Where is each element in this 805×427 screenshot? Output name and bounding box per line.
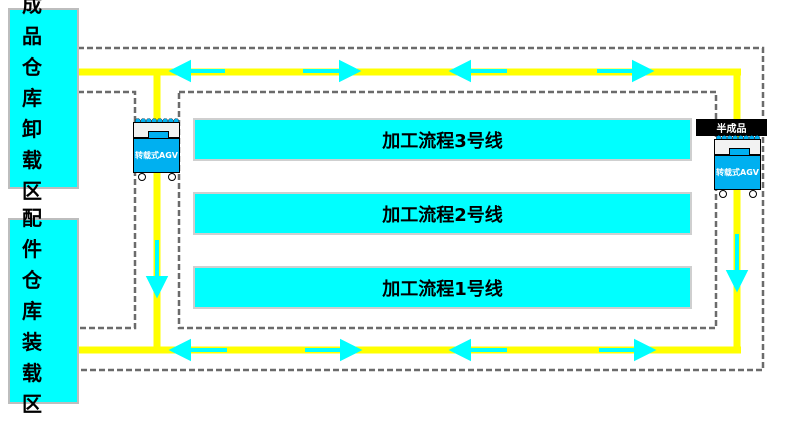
semi-finished-tag: 半成品 xyxy=(696,119,767,136)
outer-dashed-loop xyxy=(78,46,765,372)
zone-text: 区 xyxy=(22,179,54,203)
agv-top xyxy=(714,139,761,156)
wheel-icon xyxy=(168,173,176,181)
agv-vehicle-left: 转载式AGV xyxy=(133,118,180,181)
arrow-right-icon xyxy=(305,338,363,362)
arrow-right-icon xyxy=(597,59,655,83)
zone-text: 仓库 xyxy=(22,55,54,110)
agv-indicator-lights xyxy=(716,135,760,141)
parts-load-zone: 配件 仓库 装载 区 xyxy=(8,206,79,416)
agv-top xyxy=(133,122,180,139)
wheel-icon xyxy=(719,190,727,198)
agv-vehicle-right: 转载式AGV xyxy=(714,135,761,198)
agv-label: 转载式AGV xyxy=(714,155,761,190)
process-line-2: 加工流程2号线 xyxy=(193,192,692,235)
wheel-icon xyxy=(749,190,757,198)
arrow-down-icon xyxy=(725,234,749,293)
wheel-icon xyxy=(138,173,146,181)
arrow-left-icon xyxy=(168,338,227,362)
zone-text: 成品 xyxy=(22,0,54,48)
arrow-left-icon xyxy=(448,338,507,362)
zone-text: 仓库 xyxy=(22,267,54,323)
zone-text: 卸载 xyxy=(22,117,54,172)
agv-label: 转载式AGV xyxy=(133,138,180,173)
zone-text: 装载 xyxy=(22,329,54,385)
zone-text: 配件 xyxy=(22,205,54,261)
arrow-left-icon xyxy=(168,59,225,83)
arrow-left-icon xyxy=(448,59,507,83)
finished-goods-unload-zone: 成品 仓库 卸载 区 xyxy=(8,0,79,203)
inner-dashed-loop xyxy=(177,90,718,330)
arrow-right-icon xyxy=(303,59,362,83)
process-line-1: 加工流程1号线 xyxy=(193,266,692,309)
agv-indicator-lights xyxy=(135,118,179,124)
arrow-down-icon xyxy=(145,240,169,299)
arrow-right-icon xyxy=(599,338,657,362)
process-line-3: 加工流程3号线 xyxy=(193,118,692,161)
left-dashed-spur xyxy=(78,90,137,330)
zone-text: 区 xyxy=(22,391,54,416)
